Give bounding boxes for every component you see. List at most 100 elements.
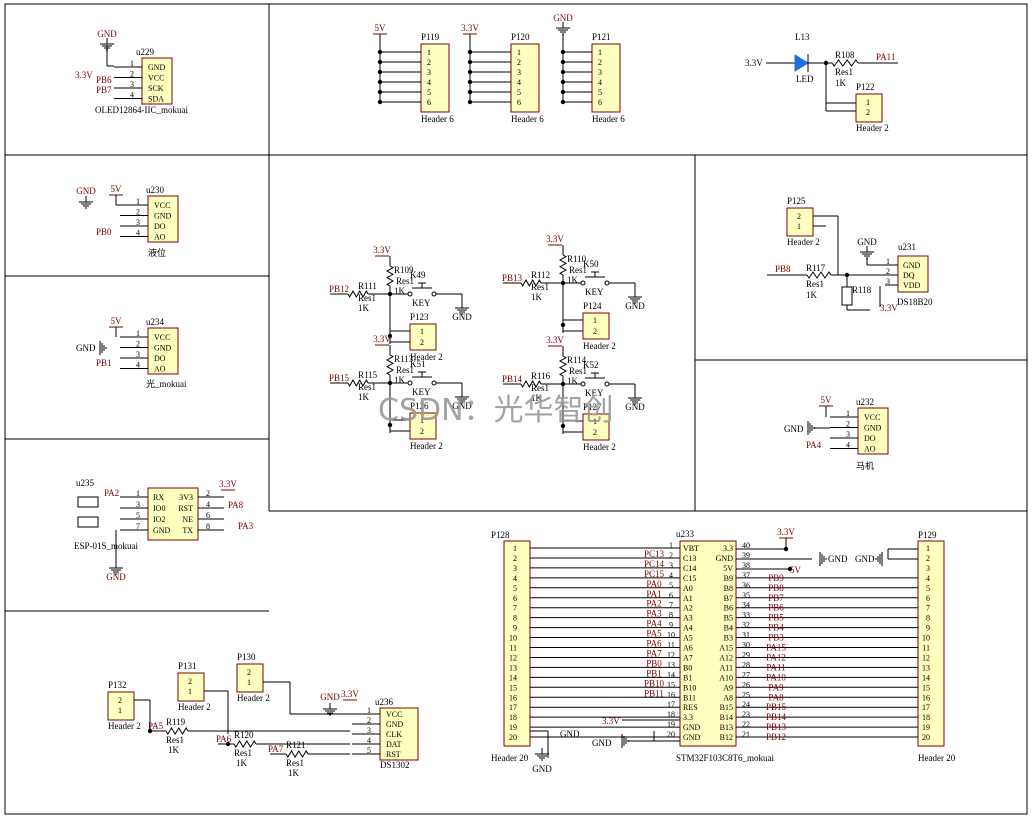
header-pin-number: 12 [509,653,517,662]
ds1302-ref: u236 [375,697,394,707]
mcu-pin-number: 15 [667,680,675,689]
net-label: PB6 [96,75,112,85]
header-pin-number: 2 [598,58,602,67]
net-label: PA10 [766,672,786,682]
mcu-pin-name: 3.3 [723,544,733,553]
header-ref: P129 [918,530,937,540]
junction-dot [823,60,829,66]
gnd-label: GND [855,554,875,564]
res-name: Res1 [358,293,376,303]
res-value: 1K [567,376,579,386]
gnd-label: GND [452,401,472,411]
header-pin-number: 11 [922,644,930,653]
header-pin-number: 1 [797,222,801,231]
header-pin-number: 2 [926,554,930,563]
pin-number: 2 [136,340,140,349]
mcu-pin-number: 1 [669,541,673,550]
pin-number: 2 [846,420,850,429]
pin-name: DAT [386,740,402,749]
header-name: Header 2 [787,237,820,247]
res-value: 1K [358,303,370,313]
header-ref: P124 [583,301,602,311]
header-pin-number: 4 [517,78,521,87]
res-name: Res1 [569,366,587,376]
led-ref: L13 [795,32,810,42]
oled-name: OLED12864-IIC_mokuai [95,105,188,115]
header-pin-number: 2 [593,327,597,336]
net-label: PA9 [768,682,784,692]
component-body [857,407,889,455]
header-pin-number: 2 [247,668,251,677]
net-label: PA5 [646,629,662,639]
liquid-ref: u230 [146,185,165,195]
net-label: PB1 [646,668,662,678]
pin-number: 2 [367,716,371,725]
header-pin-number: 18 [922,713,930,722]
mcu-pin-number: 14 [667,670,675,679]
header-pin-number: 1 [513,544,517,553]
res-value: 1K [288,768,300,778]
key-ref: K52 [583,360,599,370]
led-name: LED [796,74,814,84]
gnd-label: GND [625,301,645,311]
net-label: PB0 [646,658,662,668]
ntc-resistor [841,286,853,306]
net-label: PB8 [768,583,784,593]
mcu-pin-number: 36 [742,581,750,590]
pin-name: GND [386,720,404,729]
pin-name: GND [153,526,171,535]
header-pin-number: 4 [598,78,602,87]
mcu-pin-name: GND [716,554,734,563]
net-label: PB6 [768,603,784,613]
mcu-pin-number: 20 [667,730,675,739]
gnd-label: GND [106,572,126,582]
resistor-symbol [558,254,568,276]
header-ref: P126 [410,401,429,411]
header-pin-number: 5 [517,88,521,97]
pin-name: DQ [903,271,915,280]
header-name: Header 2 [237,693,270,703]
net-label: PB7 [96,85,112,95]
component-body [147,195,179,243]
header-pin-number: 13 [922,663,930,672]
jumper-box [77,516,99,528]
net-label: PA11 [766,662,785,672]
resistor-symbol [831,59,859,67]
pin-number: 3 [136,350,140,359]
header-pin-number: 1 [517,48,521,57]
mcu-pin-number: 35 [742,591,750,600]
header-name: Header 2 [108,721,141,731]
mcu-pin-number: 24 [742,700,750,709]
mcu-pin-number: 17 [667,700,675,709]
res-ref: R121 [286,740,306,750]
res-value: 1K [168,745,180,755]
pin-number: 4 [206,500,210,509]
header-pin-number: 16 [922,693,930,702]
pin-name: TX [182,526,193,535]
pin-number: 1 [846,409,850,418]
ds1302-name: DS1302 [380,760,410,770]
pin-name: 3V3 [179,493,193,502]
header-pin-number: 4 [427,78,431,87]
res-value: 1K [236,758,248,768]
net-label: PB4 [768,623,784,633]
switch-contact [604,381,610,387]
header-pin-number: 2 [866,108,870,117]
power-label: 3.3V [602,716,620,726]
res-name: Res1 [358,382,376,392]
power-label: 3.3V [373,334,391,344]
resistor-symbol [347,378,369,388]
pin-number: 7 [136,522,140,531]
pin-number: 1 [130,59,134,68]
pin-name: DO [154,354,166,363]
mcu-pin-name: B3 [724,634,733,643]
net-label: PA8 [768,692,784,702]
pin-number: 4 [367,736,371,745]
switch-contact [580,280,586,286]
header-pin-number: 5 [427,88,431,97]
mcu-pin-number: 3 [669,561,673,570]
light-ref: u234 [146,317,165,327]
header-ref: P121 [592,32,611,42]
res-name: Res1 [531,383,549,393]
